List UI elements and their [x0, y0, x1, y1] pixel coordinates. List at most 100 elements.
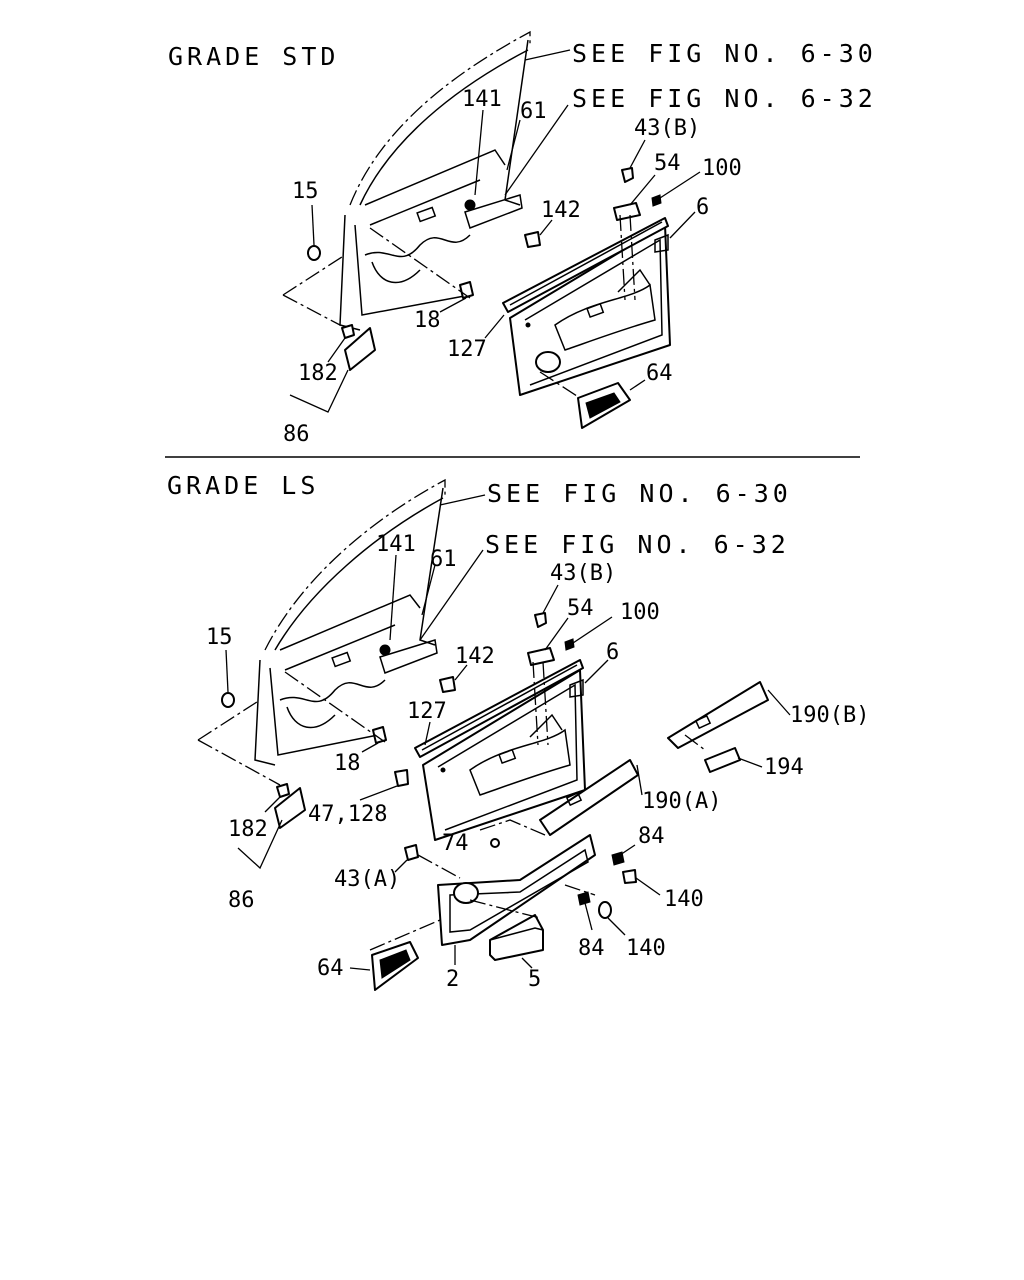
screw-43b-ls: 43(B) [534, 561, 616, 628]
alignment-line-84 [564, 884, 596, 896]
screw-43b: 43(B) [621, 116, 700, 183]
clip-140-upper: 140 [622, 869, 704, 912]
door-trim-panel-6-ls: 6 [422, 640, 619, 841]
seal-86: 86 [283, 327, 376, 447]
label-43b-ls: 43(B) [550, 561, 616, 586]
speaker-grille-64-ls: 64 [317, 941, 419, 991]
see-fig-6-32-ref-ls: SEE FIG NO. 6-32 [485, 530, 790, 559]
label-61-ls: 61 [430, 547, 457, 572]
screw-47-128: 47,128 [308, 769, 409, 827]
alignment-line-54 [619, 214, 636, 301]
door-trim-panel-6: 6 [509, 195, 709, 396]
clip-100-ls: 100 [564, 600, 660, 651]
label-74: 74 [442, 831, 469, 856]
label-86-ls: 86 [228, 888, 255, 913]
label-127: 127 [447, 337, 487, 362]
label-54-ls: 54 [567, 596, 594, 621]
handle-54-ls: 54 [527, 596, 594, 666]
label-182: 182 [298, 361, 338, 386]
alignment-line-5 [469, 899, 541, 919]
label-100: 100 [702, 156, 742, 181]
label-142-ls: 142 [455, 644, 495, 669]
clip-74: 74 [442, 831, 500, 856]
label-43b: 43(B) [634, 116, 700, 141]
upper-trim-190b: 190(B) [667, 681, 869, 749]
label-18: 18 [414, 308, 441, 333]
alignment-lines-ls [197, 671, 386, 786]
clip-18-ls: 18 [334, 726, 387, 776]
label-15: 15 [292, 179, 319, 204]
leader-61-ls [421, 564, 436, 616]
screw-84-upper: 84 [611, 824, 665, 866]
weatherstrip-127-ls: 127 [407, 659, 584, 758]
leader-ref-6-30 [524, 49, 571, 61]
alignment-line-54-ls [532, 661, 549, 746]
label-64: 64 [646, 361, 673, 386]
label-61: 61 [520, 99, 547, 124]
leader-61 [506, 119, 521, 171]
lower-panel-2: 2 [437, 834, 596, 992]
alignment-line-194 [684, 734, 706, 751]
label-47-128: 47,128 [308, 802, 387, 827]
trim-190a: 190(A) [539, 759, 721, 836]
label-43a: 43(A) [334, 867, 400, 892]
label-100-ls: 100 [620, 600, 660, 625]
label-190b: 190(B) [790, 703, 869, 728]
pocket-5: 5 [489, 914, 544, 992]
grade-ls-heading: GRADE LS [167, 471, 319, 500]
label-54: 54 [654, 151, 681, 176]
weatherstrip-127: 127 [447, 217, 669, 362]
label-141: 141 [462, 87, 502, 112]
section-grade-ls: GRADE LS SEE FIG NO. 6-30 SEE FIG NO. 6-… [167, 471, 869, 992]
screw-43a: 43(A) [334, 844, 419, 892]
speaker-grille-64: 64 [577, 361, 673, 429]
label-5: 5 [528, 967, 541, 992]
label-86: 86 [283, 422, 310, 447]
clip-15: 15 [292, 179, 321, 261]
label-2: 2 [446, 967, 459, 992]
screw-142-ls: 142 [439, 644, 495, 693]
label-140-upper: 140 [664, 887, 704, 912]
alignment-line-64-ls [369, 919, 441, 951]
label-84-upper: 84 [638, 824, 665, 849]
label-182-ls: 182 [228, 817, 268, 842]
label-194: 194 [764, 755, 804, 780]
screw-84-lower: 84 [577, 891, 605, 961]
alignment-line-190a [479, 819, 546, 836]
leader-ref-6-32 [504, 104, 569, 196]
label-190a: 190(A) [642, 789, 721, 814]
alignment-line-43a [417, 854, 461, 879]
seal-86-ls: 86 [228, 787, 306, 913]
label-6-ls: 6 [606, 640, 619, 665]
door-frame [339, 30, 531, 331]
see-fig-6-30-ref-ls: SEE FIG NO. 6-30 [487, 479, 792, 508]
label-6: 6 [696, 195, 709, 220]
window-regulator-141-ls: 141 [376, 532, 438, 674]
handle-54: 54 [613, 151, 681, 221]
bracket-194: 194 [704, 747, 804, 780]
label-127-ls: 127 [407, 699, 447, 724]
screw-142: 142 [524, 198, 581, 248]
see-fig-6-30-ref: SEE FIG NO. 6-30 [572, 39, 877, 68]
clip-100: 100 [651, 156, 742, 207]
see-fig-6-32-ref: SEE FIG NO. 6-32 [572, 84, 877, 113]
window-regulator-141: 141 [462, 87, 523, 229]
alignment-lines [282, 227, 471, 326]
label-142: 142 [541, 198, 581, 223]
clip-18: 18 [414, 281, 474, 333]
clip-182: 182 [298, 324, 355, 386]
label-84-lower: 84 [578, 936, 605, 961]
leader-ref-6-32-ls [419, 549, 484, 641]
label-141-ls: 141 [376, 532, 416, 557]
leader-ref-6-30-ls [439, 494, 486, 506]
label-140-lower: 140 [626, 936, 666, 961]
label-64-ls: 64 [317, 956, 344, 981]
section-grade-std: GRADE STD SEE FIG NO. 6-30 SEE FIG NO. 6… [168, 30, 877, 447]
clip-140-lower: 140 [598, 901, 666, 961]
grade-std-heading: GRADE STD [168, 42, 339, 71]
alignment-line-64 [539, 371, 581, 399]
label-18-ls: 18 [334, 751, 361, 776]
label-15-ls: 15 [206, 625, 233, 650]
clip-182-ls: 182 [228, 783, 290, 842]
